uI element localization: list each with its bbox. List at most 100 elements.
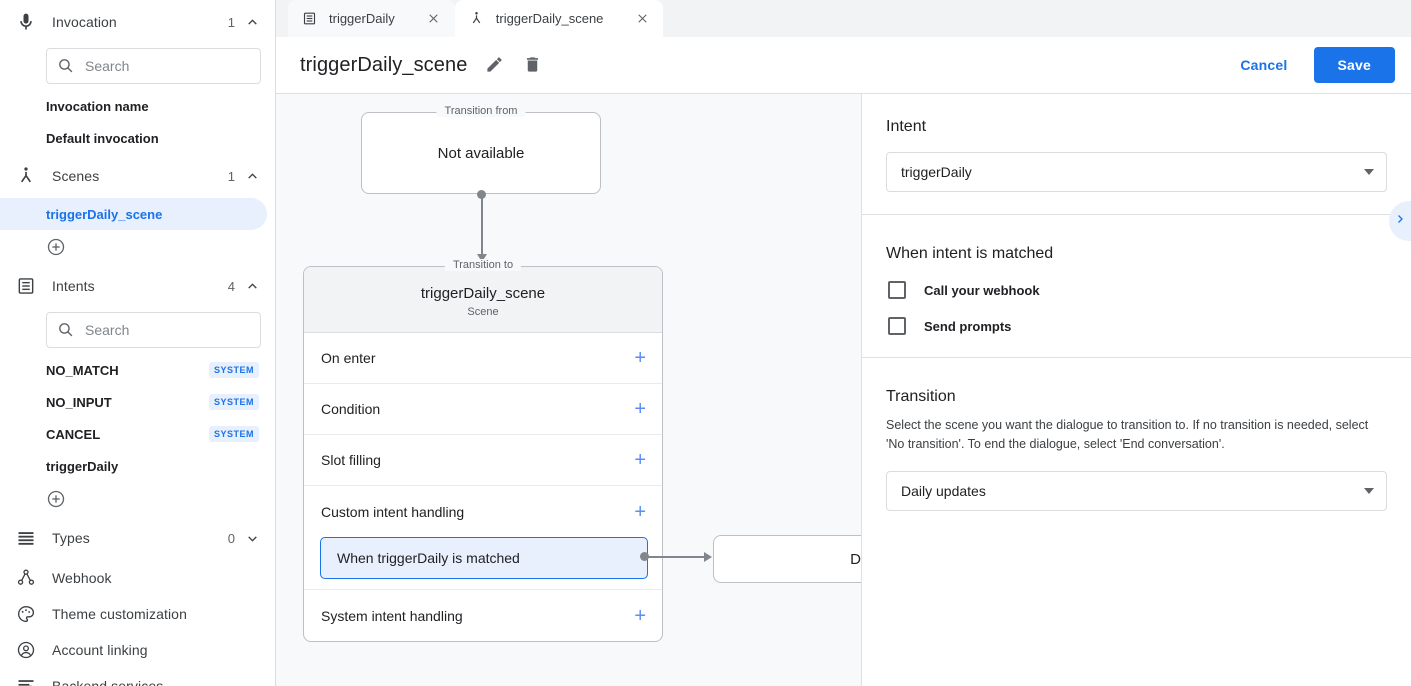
sidebar-item-label: Backend services (52, 678, 164, 686)
tab-triggerdaily-scene[interactable]: triggerDaily_scene (454, 0, 664, 37)
scene-row-label: Condition (321, 401, 381, 417)
sidebar-group-count: 0 (227, 530, 235, 546)
cancel-button[interactable]: Cancel (1228, 49, 1299, 81)
close-icon[interactable] (425, 10, 443, 28)
search-icon (57, 57, 75, 75)
chevron-up-icon[interactable] (245, 15, 259, 29)
node-legend: Transition from (436, 105, 526, 117)
sidebar-group-intents[interactable]: Intents 4 (0, 264, 275, 308)
tab-label: triggerDaily_scene (495, 11, 604, 26)
sidebar-group-scenes[interactable]: Scenes 1 (0, 154, 275, 198)
tab-triggerdaily[interactable]: triggerDaily (288, 0, 455, 37)
sidebar-item-cancel[interactable]: CANCEL SYSTEM (0, 418, 275, 450)
intents-search-input[interactable] (85, 322, 250, 338)
trash-icon[interactable] (523, 55, 543, 75)
sidebar-item-default-invocation[interactable]: Default invocation (0, 122, 275, 154)
sidebar-group-count: 1 (227, 168, 235, 184)
sidebar-group-count: 4 (227, 278, 235, 294)
scene-row-label: On enter (321, 350, 376, 366)
add-icon[interactable]: + (634, 398, 646, 420)
scene-row-on-enter[interactable]: On enter + (304, 333, 662, 384)
checkbox-send-prompts[interactable]: Send prompts (886, 317, 1387, 335)
scene-node-title: triggerDaily_scene (420, 285, 546, 302)
chevron-down-icon[interactable] (245, 531, 259, 545)
sidebar-item-label: triggerDaily (46, 458, 119, 474)
intent-section: Intent triggerDaily (862, 94, 1411, 215)
close-icon[interactable] (633, 10, 651, 28)
body-area: Transition from Not available Transition… (276, 94, 1411, 686)
sidebar-item-label: Account linking (52, 642, 148, 658)
sidebar-item-invocation-name[interactable]: Invocation name (0, 90, 275, 122)
main-area: triggerDaily triggerDaily_scene triggerD… (276, 0, 1411, 686)
add-scene-button[interactable] (0, 230, 275, 264)
handler-wrap: When triggerDaily is matched (304, 537, 662, 590)
invocation-search-box[interactable] (46, 48, 261, 84)
intent-handler-chip[interactable]: When triggerDaily is matched (320, 537, 648, 579)
sidebar-item-no-match[interactable]: NO_MATCH SYSTEM (0, 354, 275, 386)
scene-node[interactable]: Transition to triggerDaily_scene Scene O… (303, 259, 663, 642)
microphone-icon (14, 10, 38, 34)
add-icon[interactable]: + (634, 347, 646, 369)
sidebar: Invocation 1 Invocation name Default inv… (0, 0, 276, 686)
scene-node-subtitle: Scene (467, 306, 499, 318)
sidebar-item-label: Invocation name (46, 98, 149, 114)
add-icon[interactable]: + (634, 500, 646, 523)
sidebar-item-webhook[interactable]: Webhook (0, 560, 275, 596)
toolbar: triggerDaily_scene Cancel Save (276, 37, 1411, 94)
types-icon (14, 526, 38, 550)
scene-row-condition[interactable]: Condition + (304, 384, 662, 435)
add-icon[interactable]: + (634, 449, 646, 471)
search-icon (57, 321, 75, 339)
sidebar-group-label: Intents (52, 278, 95, 294)
chevron-up-icon[interactable] (245, 169, 259, 183)
sidebar-item-triggerdaily-scene[interactable]: triggerDaily_scene (0, 198, 267, 230)
node-title: Dail (850, 550, 861, 568)
sidebar-group-invocation[interactable]: Invocation 1 (0, 0, 275, 44)
checkbox-icon[interactable] (888, 317, 906, 335)
page-title: triggerDaily_scene (300, 53, 468, 76)
sidebar-item-triggerdaily[interactable]: triggerDaily (0, 450, 275, 482)
checkbox-label: Send prompts (924, 318, 1012, 334)
save-button[interactable]: Save (1313, 47, 1395, 83)
scene-node-header: triggerDaily_scene Scene (304, 267, 662, 333)
transition-from-node[interactable]: Transition from Not available (361, 105, 601, 194)
sidebar-group-types[interactable]: Types 0 (0, 516, 275, 560)
pencil-icon[interactable] (485, 55, 505, 75)
sidebar-item-backend-services[interactable]: Backend services (0, 668, 275, 686)
when-intent-matched-section: When intent is matched Call your webhook… (862, 215, 1411, 358)
intents-icon (14, 274, 38, 298)
transition-to-node[interactable]: Tr Dail (713, 535, 861, 583)
sidebar-item-no-input[interactable]: NO_INPUT SYSTEM (0, 386, 275, 418)
properties-panel: Intent triggerDaily When intent is match… (862, 94, 1411, 686)
scene-row-system-intent-handling[interactable]: System intent handling + (304, 590, 662, 641)
tab-label: triggerDaily (329, 11, 395, 26)
intent-select[interactable]: triggerDaily (886, 152, 1387, 192)
sidebar-item-account-linking[interactable]: Account linking (0, 632, 275, 668)
sidebar-group-label: Types (52, 530, 90, 546)
sidebar-group-label: Scenes (52, 168, 100, 184)
transition-select[interactable]: Daily updates (886, 470, 1387, 511)
chevron-up-icon[interactable] (245, 279, 259, 293)
scenes-icon (14, 164, 38, 188)
scene-graph-canvas[interactable]: Transition from Not available Transition… (276, 94, 862, 686)
sidebar-group-label: Invocation (52, 14, 117, 30)
invocation-search-input[interactable] (85, 58, 250, 74)
panel-collapse-toggle[interactable] (1389, 201, 1411, 241)
connector-arrow (704, 552, 712, 562)
sidebar-item-theme-customization[interactable]: Theme customization (0, 596, 275, 632)
sidebar-item-label: Theme customization (52, 606, 187, 622)
scene-row-label: Custom intent handling (321, 503, 465, 520)
status-badge: SYSTEM (208, 362, 259, 378)
add-intent-button[interactable] (0, 482, 275, 516)
intents-search-box[interactable] (46, 312, 261, 348)
checkbox-call-your-webhook[interactable]: Call your webhook (886, 281, 1387, 299)
sidebar-item-label: Default invocation (46, 130, 159, 146)
scene-row-custom-intent-handling[interactable]: Custom intent handling + (304, 486, 662, 537)
when-matched-heading: When intent is matched (886, 245, 1054, 262)
scene-row-slot-filling[interactable]: Slot filling + (304, 435, 662, 486)
checkbox-label: Call your webhook (924, 282, 1040, 298)
scene-row-label: System intent handling (321, 607, 463, 624)
checkbox-icon[interactable] (888, 281, 906, 299)
add-icon[interactable]: + (634, 604, 646, 627)
